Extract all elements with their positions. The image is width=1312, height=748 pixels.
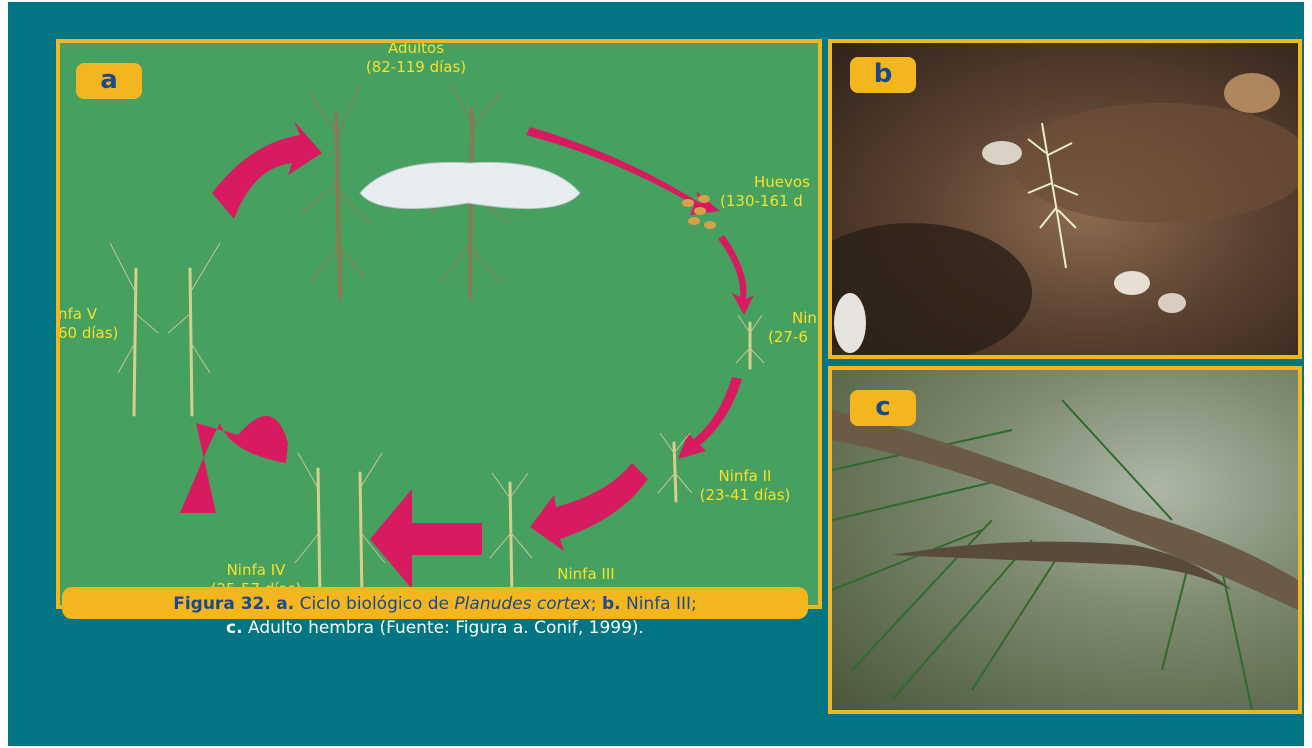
arrow-eggs-to-ninfa1 [718,235,754,315]
caption-line-1: Figura 32. a. Ciclo biológico de Planude… [62,592,808,616]
label-huevos-days: (130-161 d [720,192,810,211]
label-ninfa-5-days: 60 días) [58,324,118,343]
label-adultos-days: (82-119 días) [336,58,496,77]
panel-a-tag: a [76,63,142,99]
caption-a-text: Ciclo biológico de [300,594,449,614]
caption-letter-b: b. [602,594,621,614]
arrow-ninfa3-to-ninfa4 [370,489,482,589]
pine-branch [832,410,1298,610]
label-adultos-name: Adultos [336,39,496,58]
nymph-legs [110,243,764,563]
panel-c-photo: c [828,366,1302,714]
panel-c-tag: c [850,390,916,426]
caption-letter-a: a. [276,594,294,614]
arrow-ninfa1-to-ninfa2 [678,377,742,459]
caption-figure-number: Figura 32. [173,594,271,614]
caption-b-text: Ninfa III; [626,594,697,614]
caption-a-end: ; [591,594,597,614]
label-ninfa-2-days: (23-41 días) [690,486,800,505]
label-huevos: Huevos (130-161 d [720,173,810,211]
adult-wings [360,162,580,208]
caption-line-2: c. Adulto hembra (Fuente: Figura a. Coni… [62,616,808,640]
label-ninfa-1: Nin (27-6 [768,309,817,347]
label-huevos-name: Huevos [720,173,810,192]
arrow-ninfa5-to-adult [212,121,322,219]
label-ninfa-4-name: Ninfa IV [196,561,316,580]
caption-species: Planudes cortex [454,594,590,614]
caption-letter-c: c. [226,618,243,638]
label-adultos: Adultos (82-119 días) [336,39,496,77]
label-ninfa-2-name: Ninfa II [690,467,800,486]
label-ninfa-5: nfa V 60 días) [58,305,118,343]
caption-c-text: Adulto hembra (Fuente: Figura a. Conif, … [248,618,644,638]
panel-a-life-cycle: a Adultos (82-119 días) Huevos (130-161 … [56,39,822,609]
figure-caption: Figura 32. a. Ciclo biológico de Planude… [62,592,808,640]
arrow-ninfa4-to-ninfa5 [180,416,288,513]
label-ninfa-5-name: nfa V [58,305,118,324]
label-ninfa-3: Ninfa III [536,565,636,584]
life-cycle-illustration [60,43,818,605]
panel-b-photo: b [828,39,1302,359]
label-ninfa-1-days: (27-6 [768,328,817,347]
label-ninfa-2: Ninfa II (23-41 días) [690,467,800,505]
label-ninfa-1-name: Nin [768,309,817,328]
panel-b-tag: b [850,57,916,93]
label-ninfa-3-name: Ninfa III [536,565,636,584]
arrow-ninfa2-to-ninfa3 [530,463,648,551]
